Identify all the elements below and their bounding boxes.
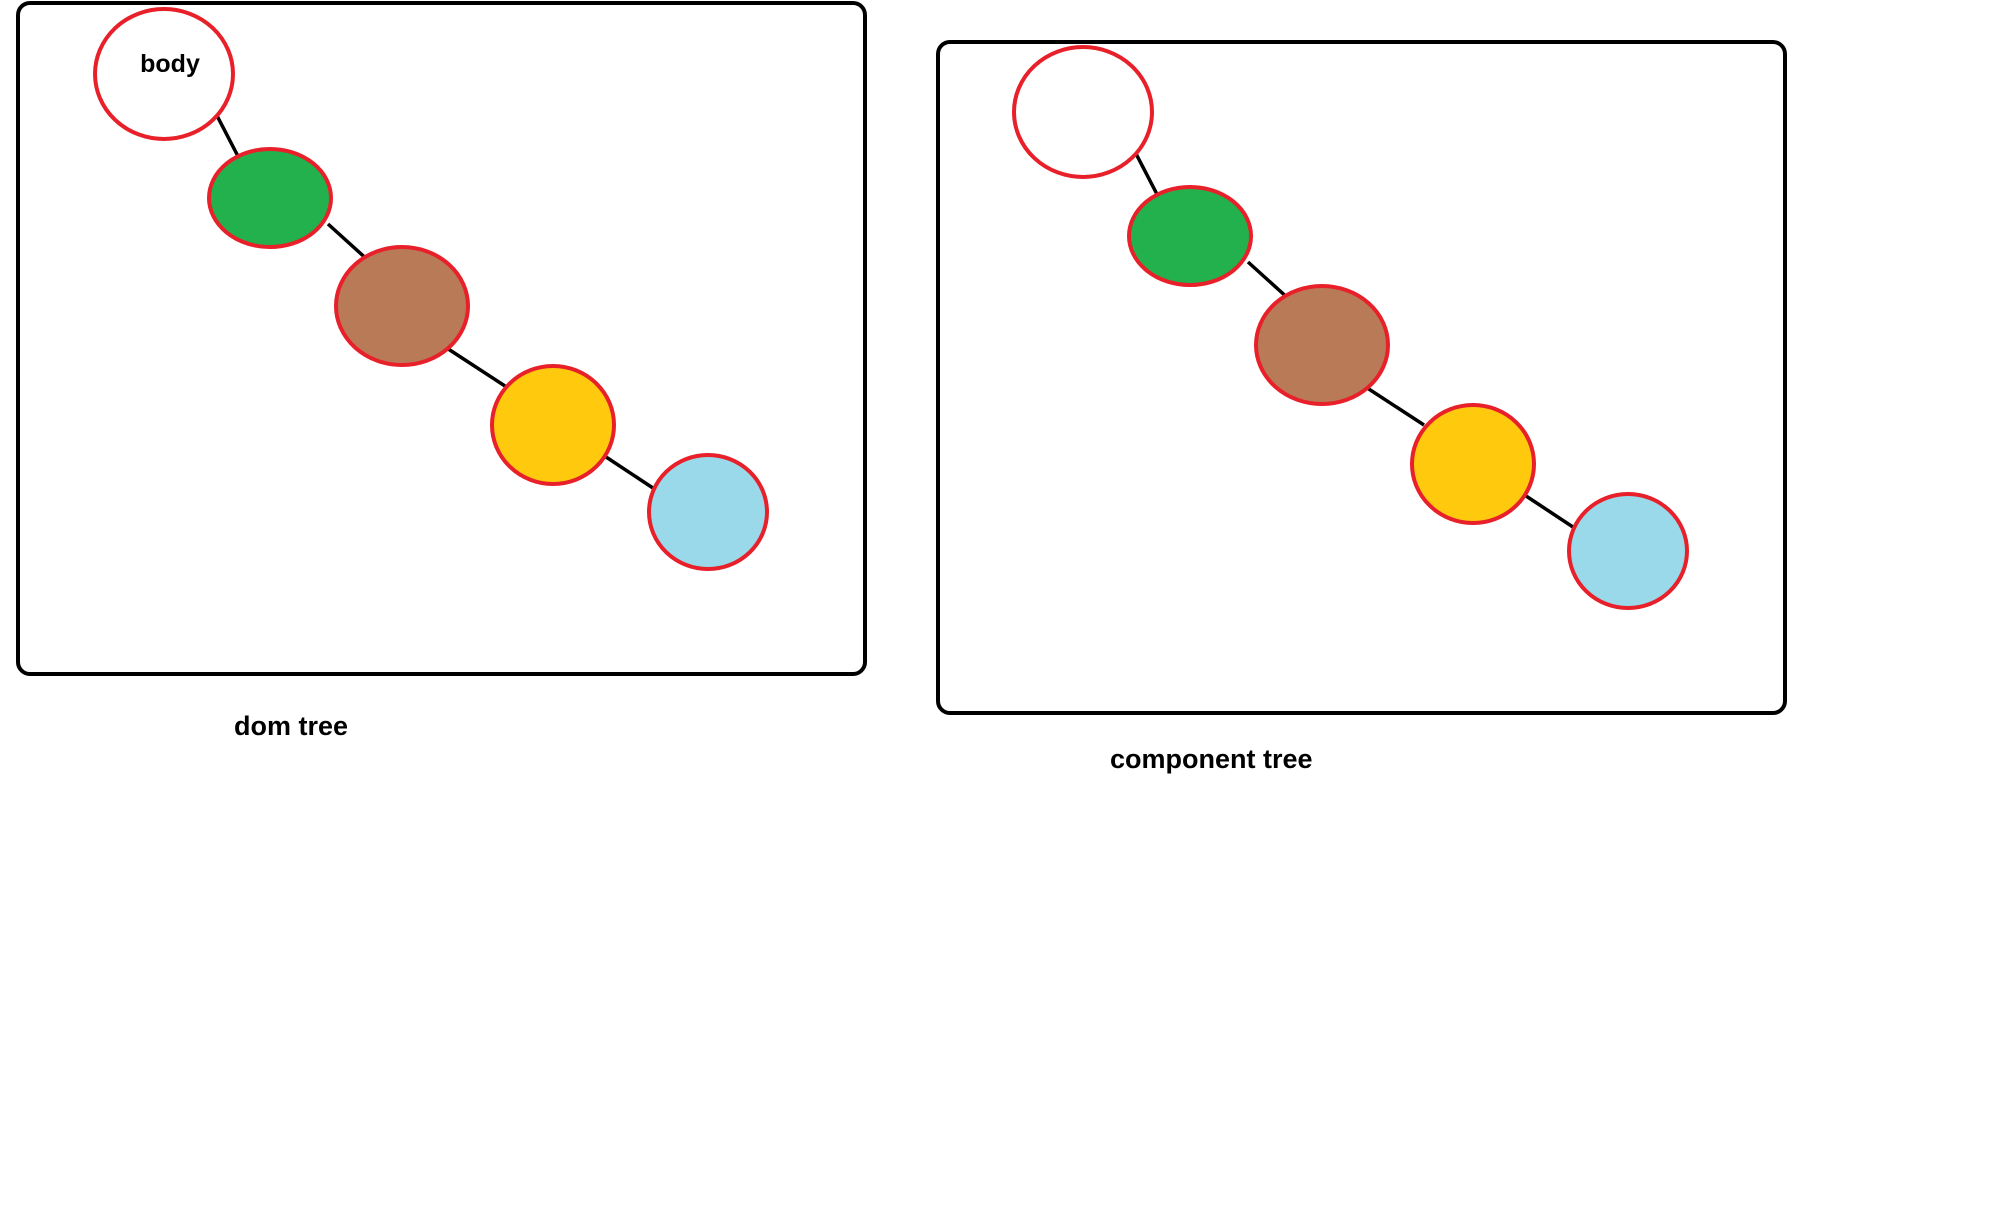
component-tree-edge-4: [1516, 488, 1583, 535]
dom-tree-caption: dom tree: [234, 711, 348, 741]
dom-tree-node-2: [207, 147, 333, 249]
component-tree-diagram: component tree: [936, 40, 1787, 774]
component-tree-node-1: [1012, 45, 1154, 179]
component-tree-node-5: [1567, 492, 1689, 610]
component-tree-node-3: [1254, 284, 1390, 406]
component-tree-nodes: [1012, 45, 1689, 610]
dom-tree-edge-4: [596, 449, 663, 496]
component-tree-frame: [936, 40, 1787, 715]
dom-tree-node-body: [93, 7, 235, 141]
dom-tree-frame: [16, 1, 867, 676]
component-tree-node-2: [1127, 185, 1253, 287]
dom-tree-node-body-label: body: [140, 50, 200, 78]
component-tree-caption: component tree: [1110, 744, 1313, 774]
dom-tree-nodes: [93, 7, 769, 571]
dom-tree-node-4: [490, 364, 616, 486]
component-tree-edge-2: [1246, 260, 1292, 302]
dom-tree-node-5: [647, 453, 769, 571]
component-tree-node-4: [1410, 403, 1536, 525]
dom-tree-diagram: body dom tree: [16, 1, 867, 741]
dom-tree-node-3: [334, 245, 470, 367]
dom-tree-edge-2: [326, 222, 372, 264]
